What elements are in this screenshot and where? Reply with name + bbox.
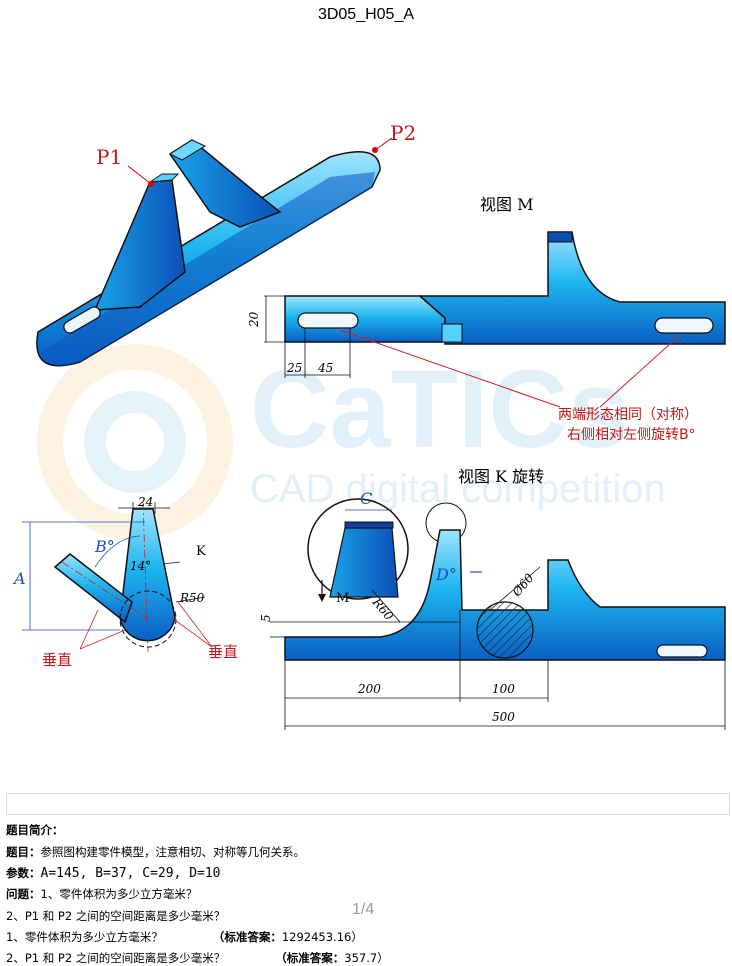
watermark-ring — [37, 344, 233, 540]
dim-24: 24 — [137, 495, 153, 509]
answer-2-value: 357.7 — [344, 951, 378, 965]
dim-r60: R60 — [369, 595, 396, 624]
dim-200: 200 — [357, 682, 381, 696]
label-p1: P1 — [96, 145, 122, 169]
note-symmetric: 两端形态相同（对称） — [558, 407, 698, 423]
document-title: 3D05_H05_A — [317, 6, 415, 23]
answer-1-close: ） — [351, 930, 363, 944]
answer-2-question: 2、P1 和 P2 之间的空间距离是多少毫米？ — [6, 951, 226, 965]
view-k: 视图 K 旋转 C 5 M R60 D° Ø60 200 100 500 — [259, 467, 726, 730]
watermark-main-text: CaTICs — [250, 348, 629, 471]
question-1: 1、零件体积为多少立方毫米？ — [40, 887, 198, 901]
engineering-drawing: CaTICs CAD digital competition P1 P2 视图 … — [12, 121, 726, 730]
dim-phi60: Ø60 — [509, 571, 537, 600]
answer-line-1: 1、零件体积为多少立方毫米？ （标准答案：1292453.16） — [6, 929, 363, 945]
topic-line: 题目：参照图构建零件模型，注意相切、对称等几何关系。 — [6, 844, 305, 860]
question-2: 2、P1 和 P2 之间的空间距离是多少毫米？ — [6, 909, 226, 923]
dim-45: 45 — [317, 361, 333, 375]
dim-14: 14° — [130, 559, 151, 573]
topic-label: 题目： — [6, 845, 41, 859]
dim-a: A — [12, 569, 26, 588]
dim-25: 25 — [286, 361, 302, 375]
label-perpendicular-left: 垂直 — [42, 651, 72, 669]
answer-1-value: 1292453.16 — [281, 930, 352, 944]
dim-20: 20 — [247, 311, 261, 328]
dim-500: 500 — [492, 710, 515, 724]
dim-m: M — [336, 591, 349, 606]
watermark-gear — [84, 391, 186, 493]
label-perpendicular-right: 垂直 — [208, 643, 238, 661]
topic-text: 参照图构建零件模型，注意相切、对称等几何关系。 — [40, 845, 306, 859]
params-label: 参数： — [6, 866, 41, 880]
view-k-title: 视图 K 旋转 — [458, 467, 544, 486]
note-rotation: 右侧相对左侧旋转B° — [567, 427, 696, 443]
dim-b: B° — [94, 537, 115, 556]
dim-c: C — [360, 489, 372, 508]
dim-100: 100 — [492, 682, 515, 696]
question-label: 问题： — [6, 887, 41, 901]
answer-1-question: 1、零件体积为多少立方毫米？ — [6, 930, 163, 944]
isometric-part: P1 P2 — [36, 121, 416, 367]
dim-d: D° — [435, 565, 457, 584]
dim-5: 5 — [259, 614, 273, 622]
view-m-title: 视图 M — [480, 195, 533, 214]
watermark-sub-text: CAD digital competition — [250, 467, 666, 511]
question-line-1: 问题：1、零件体积为多少立方毫米？ — [6, 886, 197, 902]
dim-k: K — [196, 544, 206, 559]
end-view: 24 A B° 14° K R50 垂直 垂直 — [12, 495, 238, 669]
params-text: A=145, B=37, C=29, D=10 — [40, 866, 221, 881]
view-m: 视图 M 20 25 45 两端形态相同（对称） 右侧相对左侧旋转B° — [247, 195, 726, 443]
intro-heading: 题目简介： — [6, 823, 64, 837]
answer-2-close: ） — [377, 951, 389, 965]
label-p2: P2 — [390, 121, 416, 145]
separator-box — [6, 793, 730, 815]
answer-2-label: （标准答案： — [275, 951, 345, 965]
answer-line-2: 2、P1 和 P2 之间的空间距离是多少毫米？ （标准答案：357.7） — [6, 950, 389, 966]
page-number: 1/4 — [352, 901, 375, 918]
dim-r50: R50 — [179, 591, 205, 605]
params-line: 参数：A=145, B=37, C=29, D=10 — [6, 865, 221, 881]
answer-1-label: （标准答案： — [212, 930, 282, 944]
